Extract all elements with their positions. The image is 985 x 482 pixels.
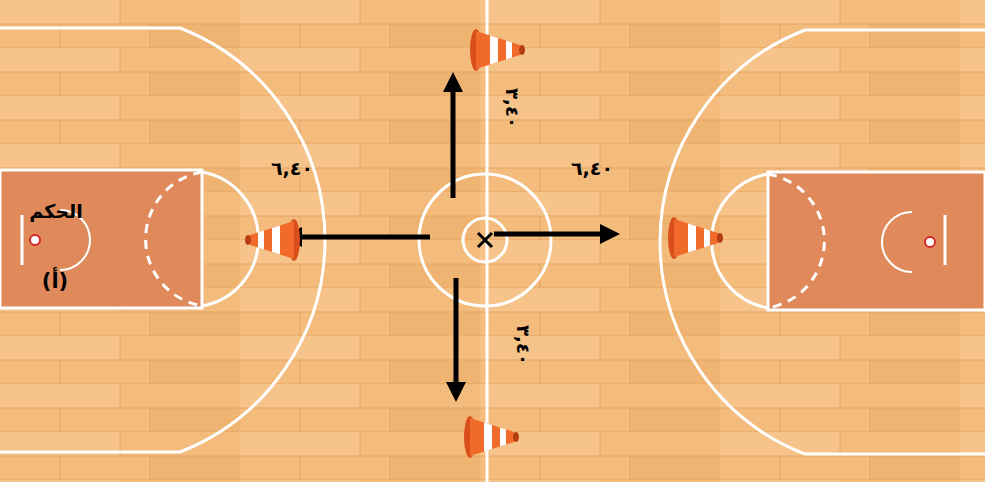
right-basket	[925, 237, 935, 247]
left-backboard	[21, 215, 24, 265]
center-inner-circle	[463, 218, 507, 262]
distance-label: ٣,٤٠	[513, 325, 533, 365]
left-freethrow-dashed	[146, 172, 202, 306]
arrow-left	[292, 235, 430, 240]
referee-label: الحكم	[29, 201, 82, 222]
left-three-point-line	[0, 28, 325, 452]
distance-label: ٦,٤٠	[571, 158, 613, 179]
right-three-point-line	[660, 30, 985, 454]
distance-label: ٦,٤٠	[271, 158, 313, 179]
arrow-down	[454, 278, 459, 392]
right-key	[768, 172, 985, 310]
distance-label: ٣,٤٠	[502, 88, 522, 128]
cone-left	[245, 219, 300, 261]
right-freethrow-dashed	[768, 174, 824, 308]
right-restricted-arc	[882, 212, 912, 272]
center-circle	[419, 174, 551, 306]
center-mark	[478, 233, 492, 247]
cone-bottom	[464, 416, 519, 458]
arrow-up	[451, 82, 456, 198]
left-basket	[30, 235, 40, 245]
cone-right	[668, 217, 723, 259]
cone-top	[470, 29, 525, 71]
right-backboard	[944, 215, 947, 265]
arrow-right	[494, 232, 610, 237]
position-label: (أ)	[42, 270, 68, 293]
left-key	[0, 170, 202, 308]
